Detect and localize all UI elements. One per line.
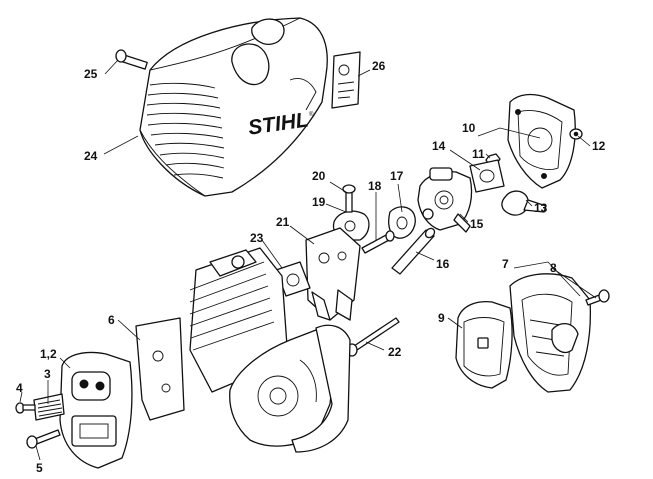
spark-arrestor-screen (33, 393, 65, 421)
housing-screw (585, 289, 610, 306)
flange-screw (342, 184, 356, 213)
decal-label (331, 51, 361, 109)
callout-14: 14 (432, 139, 446, 153)
callout-19: 19 (312, 195, 326, 209)
fuel-hose (391, 227, 436, 275)
trademark-mark: ® (309, 111, 314, 118)
callout-23: 23 (250, 231, 264, 245)
callout-20: 20 (312, 169, 326, 183)
callout-4: 4 (16, 381, 23, 395)
callout-9: 9 (438, 311, 445, 325)
muffler-screw (26, 429, 61, 449)
callout-22: 22 (388, 345, 402, 359)
shroud-screw (115, 49, 148, 70)
callout-10: 10 (462, 121, 476, 135)
muffler (59, 351, 133, 469)
air-filter (455, 300, 513, 389)
callout-15: 15 (470, 217, 484, 231)
callout-12: 12 (592, 139, 606, 153)
cover-screw (569, 128, 583, 140)
callout-17: 17 (390, 169, 404, 183)
callout-7: 7 (502, 257, 509, 271)
callout-13: 13 (534, 201, 548, 215)
callout-25: 25 (84, 67, 98, 81)
callout-3: 3 (44, 367, 51, 381)
callout-26: 26 (372, 59, 386, 73)
carburetor (417, 167, 473, 233)
engine-shroud: STIHL ® (139, 17, 328, 197)
shroud-vents (146, 82, 225, 179)
carburetor-box-cover (507, 93, 576, 189)
callout-5: 5 (36, 461, 43, 475)
callout-6: 6 (108, 313, 115, 327)
leader-lines (19, 59, 597, 461)
engine-assembly (189, 247, 351, 453)
screen-screw (15, 402, 36, 414)
part-callouts: 25 24 26 10 11 12 13 14 15 16 17 18 19 2… (16, 59, 606, 475)
filter-housing (509, 273, 592, 393)
intake-screw (361, 230, 395, 254)
callout-1-2: 1,2 (40, 347, 57, 361)
intake-manifold (305, 227, 361, 321)
muffler-gasket (135, 317, 185, 421)
callout-16: 16 (436, 257, 450, 271)
callout-24: 24 (84, 149, 98, 163)
callout-11: 11 (472, 147, 485, 161)
callout-8: 8 (550, 261, 557, 275)
callout-21: 21 (276, 215, 290, 229)
callout-18: 18 (368, 179, 382, 193)
carburetor-gasket (469, 159, 505, 193)
